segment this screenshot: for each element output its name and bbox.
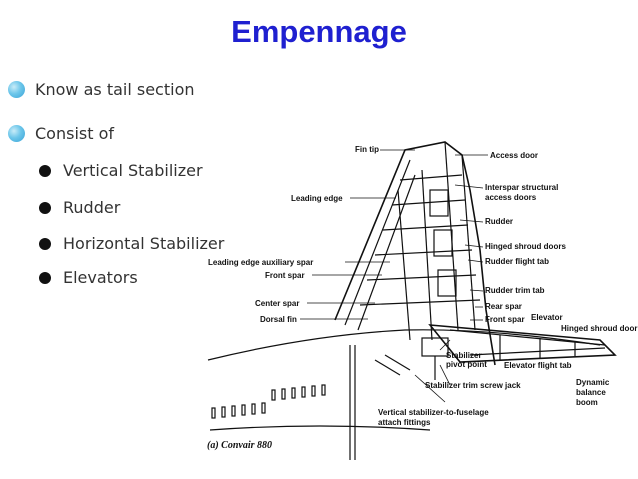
label-hinged-shroud-doors: Hinged shroud doors	[485, 242, 566, 251]
diagram-drawing	[207, 141, 617, 460]
bullet-dot-icon	[39, 237, 51, 250]
bullet-circle-icon	[8, 81, 25, 98]
bullet-text: Know as tail section	[35, 80, 195, 99]
bullet-dot-icon	[39, 164, 51, 177]
empennage-diagram: Fin tip Access door Interspar structural…	[207, 141, 637, 460]
label-hinged-shroud-door: Hinged shroud door	[561, 324, 637, 333]
sub-bullet-item: Horizontal Stabilizer	[39, 234, 224, 253]
label-dynamic-1: Dynamic	[576, 378, 610, 387]
label-attach-1: Vertical stabilizer-to-fuselage	[378, 408, 489, 417]
sub-bullet-text: Vertical Stabilizer	[63, 161, 203, 180]
label-leading-edge: Leading edge	[291, 194, 343, 203]
label-stabilizer-pivot-1: Stabilizer	[446, 351, 482, 360]
label-attach-2: attach fittings	[378, 418, 431, 427]
bullet-text: Consist of	[35, 124, 114, 143]
label-trim-screw-jack: Stabilizer trim screw jack	[425, 381, 521, 390]
bullet-circle-icon	[8, 125, 25, 142]
label-elevator: Elevator	[531, 313, 563, 322]
slide-title: Empennage	[231, 14, 407, 49]
bullet-dot-icon	[39, 201, 51, 214]
bullet-dot-icon	[39, 271, 51, 284]
label-dynamic-2: balance	[576, 388, 606, 397]
label-elevator-flight-tab: Elevator flight tab	[504, 361, 572, 370]
label-fin-tip: Fin tip	[355, 145, 379, 154]
bullet-item: Consist of	[8, 124, 114, 143]
label-rudder: Rudder	[485, 217, 513, 226]
label-access-door: Access door	[490, 151, 538, 160]
bullet-item: Know as tail section	[8, 80, 195, 99]
sub-bullet-item: Elevators	[39, 268, 138, 287]
sub-bullet-text: Horizontal Stabilizer	[63, 234, 225, 253]
label-front-spar-left: Front spar	[265, 271, 305, 280]
sub-bullet-item: Vertical Stabilizer	[39, 161, 203, 180]
sub-bullet-item: Rudder	[39, 198, 120, 217]
label-leading-edge-aux-spar: Leading edge auxiliary spar	[208, 258, 313, 267]
label-interspar-2: access doors	[485, 193, 537, 202]
diagram-caption: (a) Convair 880	[207, 440, 272, 451]
sub-bullet-text: Elevators	[63, 268, 138, 287]
label-interspar-1: Interspar structural	[485, 183, 558, 192]
label-dynamic-3: boom	[576, 398, 598, 407]
diagram-labels: Fin tip Access door Interspar structural…	[207, 145, 637, 451]
label-stabilizer-pivot-2: pivot point	[446, 360, 487, 369]
label-rudder-trim-tab: Rudder trim tab	[485, 286, 545, 295]
label-rear-spar: Rear spar	[485, 302, 522, 311]
label-dorsal-fin: Dorsal fin	[260, 315, 297, 324]
sub-bullet-text: Rudder	[63, 198, 121, 217]
label-rudder-flight-tab: Rudder flight tab	[485, 257, 549, 266]
label-center-spar: Center spar	[255, 299, 299, 308]
label-front-spar-right: Front spar	[485, 315, 525, 324]
